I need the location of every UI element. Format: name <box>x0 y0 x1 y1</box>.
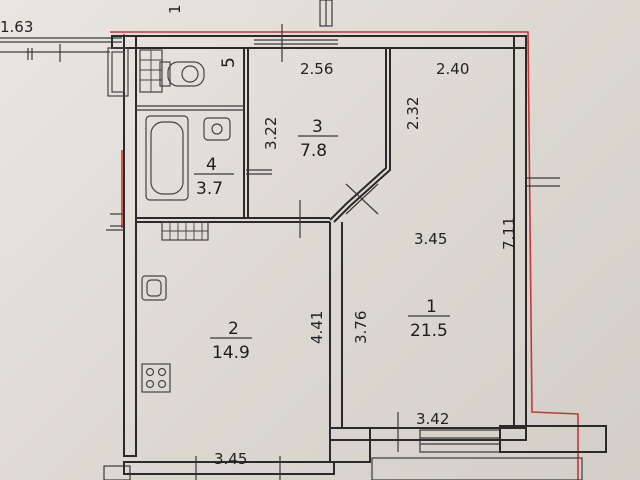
room-5-number: 5 <box>219 57 239 68</box>
left-wall-block-icon <box>107 47 129 97</box>
dim-2-40: 2.40 <box>436 60 469 78</box>
sink-icon <box>203 117 231 141</box>
dim-top-left: 1.63 <box>0 18 33 36</box>
room-3-area: 7.8 <box>300 141 327 161</box>
ventilation-grid-icon <box>139 49 163 93</box>
toilet-icon <box>159 61 205 87</box>
dim-3-45-mid: 3.45 <box>414 230 447 248</box>
dim-3-76: 3.76 <box>352 311 370 344</box>
dim-2-56: 2.56 <box>300 60 333 78</box>
dim-4-41: 4.41 <box>308 311 326 344</box>
room-4-area: 3.7 <box>196 179 223 199</box>
sink-kitchen-icon <box>141 275 167 301</box>
dim-3-22: 3.22 <box>262 117 280 150</box>
dimension-ticks <box>246 169 272 175</box>
ventilation-grid-icon-2 <box>161 221 209 241</box>
stove-icon <box>141 363 171 393</box>
dim-3-42: 3.42 <box>416 410 449 428</box>
room-1-area: 21.5 <box>410 321 448 341</box>
interior-walls <box>136 48 391 463</box>
room-4-number: 4 <box>206 155 217 175</box>
openings <box>103 24 607 480</box>
door-mark <box>345 183 379 215</box>
bathtub-icon <box>145 115 189 201</box>
apartment-boundary-line <box>110 31 579 480</box>
dim-3-45-bottom: 3.45 <box>214 450 247 468</box>
dim-2-32: 2.32 <box>404 97 422 130</box>
top-strip <box>0 0 333 62</box>
room-2-area: 14.9 <box>212 343 250 363</box>
dim-cut-label: 1 <box>166 4 184 14</box>
exterior-walls <box>111 35 527 475</box>
dim-7-11: 7.11 <box>500 217 518 250</box>
room-1-number: 1 <box>426 297 437 317</box>
room-2-number: 2 <box>228 319 239 339</box>
room-3-number: 3 <box>312 117 323 137</box>
